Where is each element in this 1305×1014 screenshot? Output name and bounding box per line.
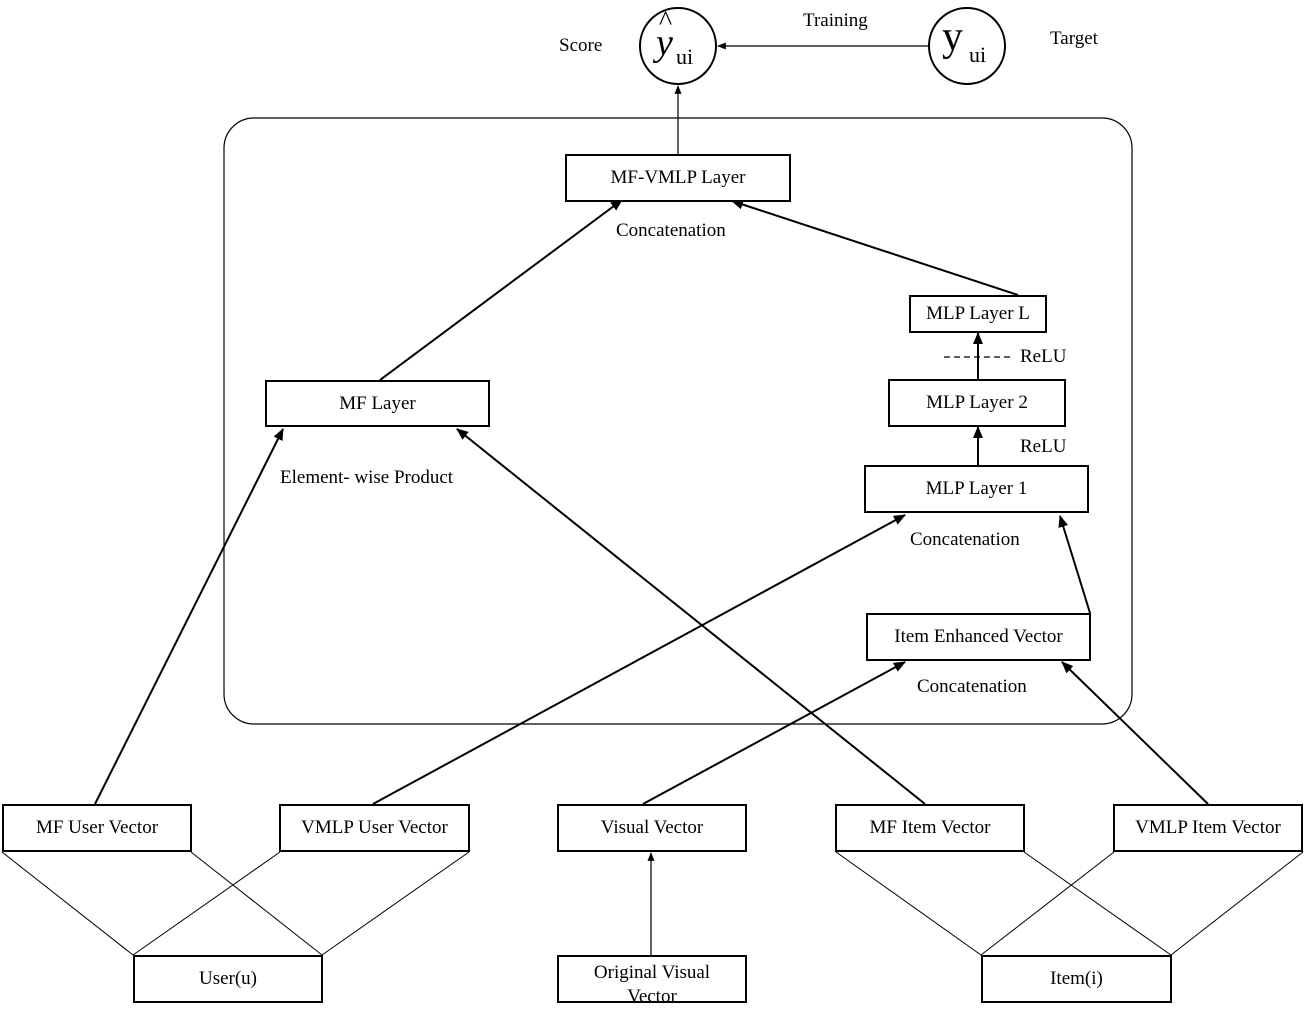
score-label: Score xyxy=(559,35,603,56)
visual-to-enhanced-arrow xyxy=(642,661,906,805)
user-input-box: User(u) xyxy=(133,955,323,1003)
item-fan-line xyxy=(835,851,982,956)
user-fan-line xyxy=(321,851,470,956)
user-fan-line xyxy=(132,851,281,956)
score-symbol: y xyxy=(656,22,673,64)
target-subscript: ui xyxy=(969,42,987,67)
mf-layer-box: MF Layer xyxy=(265,380,490,427)
concatenation-top-label: Concatenation xyxy=(616,220,726,241)
item-input-box: Item(i) xyxy=(981,955,1172,1003)
mf-user-vector-box: MF User Vector xyxy=(2,804,192,852)
target-symbol: y xyxy=(942,14,963,60)
original-visual-line1: Original Visual xyxy=(593,962,711,983)
mfitem-to-mf-arrow xyxy=(456,428,926,805)
enhanced-to-mlp1-arrow xyxy=(1058,515,1091,614)
mlp-layer-1-box: MLP Layer 1 xyxy=(864,465,1089,513)
mf-vmlp-layer-box: MF-VMLP Layer xyxy=(565,154,791,202)
score-subscript: ui xyxy=(676,44,694,69)
training-label: Training xyxy=(803,10,868,31)
concatenation-mlp1-label: Concatenation xyxy=(910,529,1020,550)
score-hat: ^ xyxy=(659,6,673,37)
mf-item-vector-box: MF Item Vector xyxy=(835,804,1025,852)
relu-mid-label: ReLU xyxy=(1020,436,1067,457)
mlpl-to-mfvmlp-arrow xyxy=(731,199,1019,296)
mlp-layer-2-box: MLP Layer 2 xyxy=(888,379,1066,427)
concatenation-item-label: Concatenation xyxy=(917,676,1027,697)
item-fan-line xyxy=(1170,851,1304,956)
vmlpuser-to-mlp1-arrow xyxy=(372,514,906,805)
item-enhanced-vector-box: Item Enhanced Vector xyxy=(866,613,1091,661)
vmlpitem-to-enhanced-arrow xyxy=(1061,661,1209,805)
original-visual-line2: Vector xyxy=(627,986,677,1007)
vmlp-user-vector-box: VMLP User Vector xyxy=(279,804,470,852)
target-node xyxy=(928,7,1006,85)
original-visual-vector-box: Original Visual Vector xyxy=(557,955,747,1007)
target-label: Target xyxy=(1050,28,1098,49)
visual-vector-box: Visual Vector xyxy=(557,804,747,852)
mlp-layer-l-box: MLP Layer L xyxy=(909,295,1047,333)
mf-to-mfvmlp-arrow xyxy=(379,199,623,381)
user-fan-line xyxy=(190,851,323,956)
vmlp-item-vector-box: VMLP Item Vector xyxy=(1113,804,1303,852)
mfuser-to-mf-arrow xyxy=(94,428,284,805)
score-node xyxy=(639,7,717,85)
element-wise-product-label: Element- wise Product xyxy=(280,467,454,488)
item-fan-line xyxy=(980,851,1115,956)
item-fan-line xyxy=(1023,851,1172,956)
relu-top-label: ReLU xyxy=(1020,346,1067,367)
user-fan-line xyxy=(1,851,134,956)
